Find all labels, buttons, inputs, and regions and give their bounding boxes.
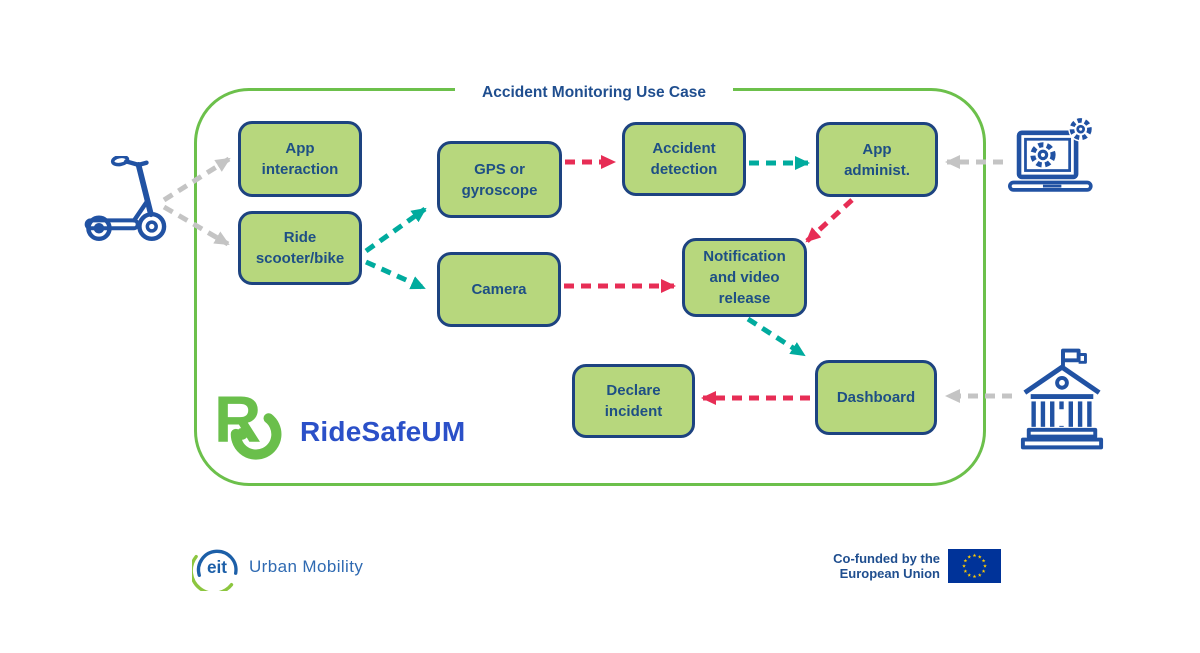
scooter-icon [84, 156, 167, 242]
node-label: Declare incident [604, 382, 663, 420]
ridesafeum-logo-icon: R [214, 386, 282, 460]
use-case-title: Accident Monitoring Use Case [455, 82, 733, 103]
node-label: Dashboard [836, 389, 916, 406]
eu-cofunded-line2: European Union [839, 565, 940, 581]
node-app-administ: App administ. [816, 122, 938, 197]
eu-flag-icon [948, 549, 1001, 583]
government-building-icon [1020, 348, 1104, 450]
eu-cofunded-line1: Co-funded by the [833, 551, 940, 566]
eu-cofunded-label: Co-funded by the European Union [818, 551, 940, 581]
node-label: App interaction [261, 140, 339, 178]
edge-app-administ-to-notification [805, 198, 854, 243]
eit-urban-mobility-label: Urban Mobility [249, 557, 364, 576]
eit-logo-icon: eit [192, 549, 238, 591]
node-label: GPS or gyroscope [461, 160, 538, 199]
edge-ride-to-gps [364, 206, 427, 254]
node-accident-detection: Accident detection [622, 122, 746, 196]
node-app-interaction: App interaction [238, 121, 362, 197]
eit-logo-text: eit [207, 557, 227, 577]
laptop-gears-icon [1008, 118, 1094, 192]
node-declare-incident: Declare incident [572, 364, 695, 438]
node-label: Accident detection [650, 140, 718, 178]
edge-rider-to-ride-scooter-bike [162, 204, 230, 247]
node-label: Camera [471, 281, 527, 298]
node-label: Ride scooter/bike [255, 229, 345, 267]
node-gps-gyroscope: GPS or gyroscope [437, 141, 562, 218]
node-dashboard: Dashboard [815, 360, 937, 435]
ridesafeum-logo-text: RideSafeUM [300, 416, 466, 447]
node-camera: Camera [437, 252, 561, 327]
edge-rider-to-app-interaction [162, 156, 231, 203]
edge-notification-to-dashboard [746, 316, 806, 358]
node-notification-video-release: Notification and video release [682, 238, 807, 317]
node-label: App administ. [844, 140, 910, 179]
edge-ride-to-camera [364, 259, 426, 291]
node-ride-scooter-bike: Ride scooter/bike [238, 211, 362, 285]
node-label: Notification and video release [703, 248, 786, 307]
